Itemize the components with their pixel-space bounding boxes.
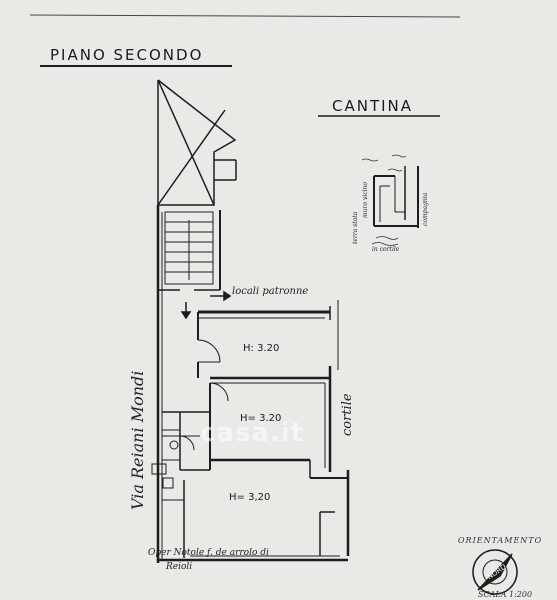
cellar-title: CANTINA xyxy=(332,97,414,115)
footer-note-line-1: Oper Notole f. de arrolo di xyxy=(148,548,269,558)
street-label: Via Reiani Mondi xyxy=(128,370,147,510)
common-area-label: locali patronne xyxy=(232,286,309,297)
scale-label: SCALA 1:200 xyxy=(478,590,533,599)
cellar-note-4: in cortile xyxy=(372,246,400,253)
cellar-note-3: compagnia xyxy=(422,192,429,226)
room-height-label-3: H= 3,20 xyxy=(229,492,271,503)
floor-title: PIANO SECONDO xyxy=(50,46,204,64)
room-height-label-2: H= 3.20 xyxy=(240,413,282,424)
entry-arrows xyxy=(180,290,232,320)
watermark: casa.it xyxy=(200,418,305,448)
compass-icon xyxy=(472,549,518,595)
apartment-walls xyxy=(158,300,350,562)
room-height-label-1: H: 3.20 xyxy=(243,343,280,354)
outer-walls xyxy=(156,205,221,563)
cellar-plan xyxy=(373,166,419,228)
cellar-annotation-scribbles xyxy=(361,154,407,246)
orientation-label: ORIENTAMENTO xyxy=(458,536,543,545)
top-margin-line xyxy=(29,14,461,18)
cellar-note-2: muro vicino xyxy=(362,181,369,218)
footer-note-line-2: Reioli xyxy=(166,562,193,572)
stair-treads xyxy=(164,211,214,285)
stairwell xyxy=(157,79,237,206)
courtyard-label: cortile xyxy=(340,393,355,436)
bathroom-fixtures xyxy=(151,440,179,489)
cellar-note-1: terra stata xyxy=(352,211,359,244)
